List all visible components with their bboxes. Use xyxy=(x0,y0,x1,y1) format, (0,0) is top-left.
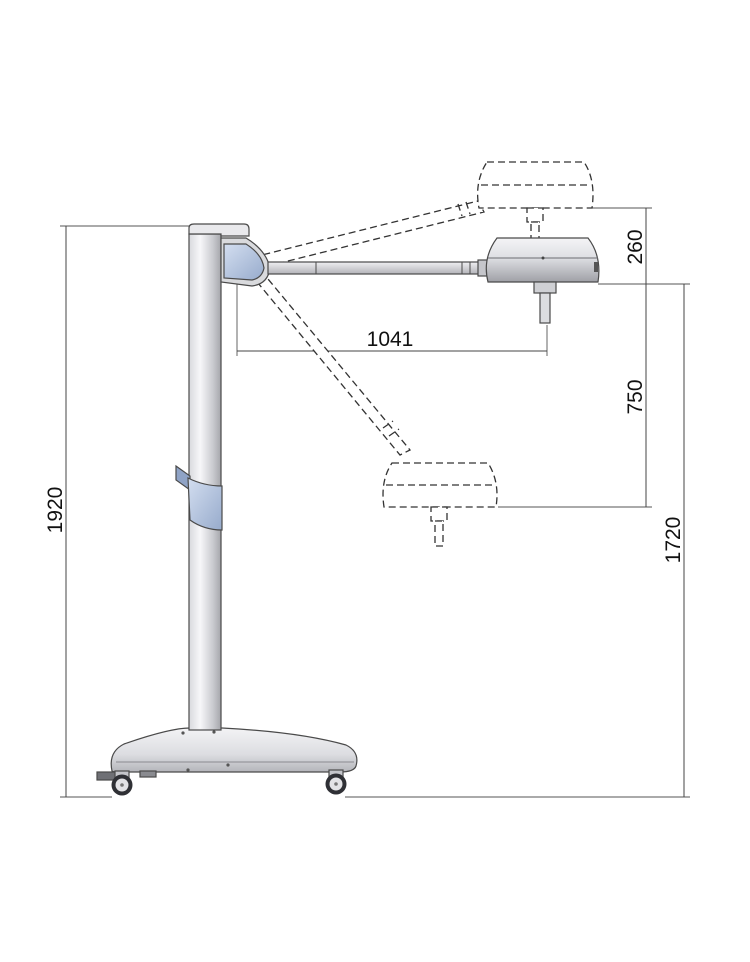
dimension-upper-travel: 260 xyxy=(592,207,652,284)
arm-joint xyxy=(220,237,271,287)
mobile-base xyxy=(96,727,358,781)
lower-phantom-position xyxy=(256,278,498,547)
dimension-label-upper-travel: 260 xyxy=(624,229,647,264)
lamp-arm xyxy=(267,259,489,277)
upper-phantom-position xyxy=(261,161,594,267)
dimension-label-lower-travel: 750 xyxy=(624,379,647,414)
dimension-lower-travel: 750 xyxy=(498,284,652,508)
lamp-head xyxy=(485,237,600,324)
caster-rear xyxy=(325,769,347,795)
dimension-label-head-height: 1720 xyxy=(662,517,685,564)
dimension-arm-reach: 1041 xyxy=(236,275,548,356)
dimension-label-total-height: 1920 xyxy=(44,487,67,534)
vertical-column xyxy=(175,223,250,731)
dimension-label-arm-reach: 1041 xyxy=(367,328,414,351)
dimension-head-height: 1720 xyxy=(345,283,690,798)
caster-front xyxy=(111,770,133,796)
dimension-total-height: 1920 xyxy=(44,225,190,798)
